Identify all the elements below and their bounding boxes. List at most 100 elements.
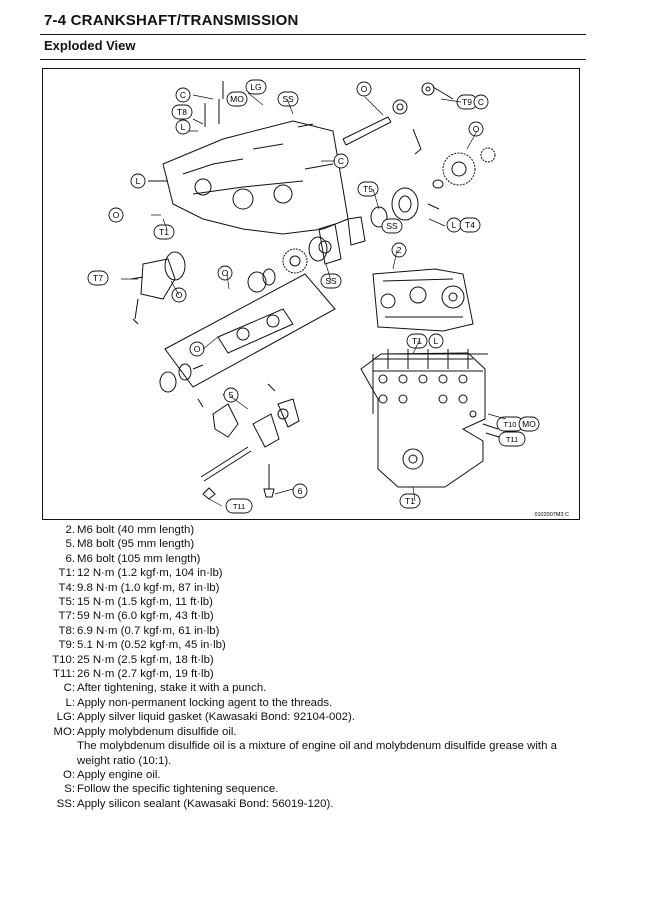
callout-label: T11 [506,435,518,444]
legend-key: L: [65,696,76,709]
legend-key [0,739,77,768]
output-shaft [342,116,392,146]
callout-label: 6 [298,486,303,496]
callout-label: T10 [504,420,517,429]
callout-label: T11 [233,502,245,511]
legend-list: 2.M6 bolt (40 mm length)5.M8 bolt (95 mm… [0,523,648,811]
legend-text: 5.1 N·m (0.52 kgf·m, 45 in·lb) [77,639,226,652]
callout-label: MO [230,94,244,104]
legend-row: 6.M6 bolt (105 mm length) [0,552,648,566]
callout-marker [277,91,299,107]
legend-row: T1:12 N·m (1.2 kgf·m, 104 in·lb) [0,566,648,580]
callout-label: O [176,290,183,300]
legend-text: Apply silver liquid gasket (Kawasaki Bon… [77,711,355,724]
legend-key: 6. [65,552,76,565]
callout-label: L [452,220,457,230]
legend-row: T10:25 N·m (2.5 kgf·m, 18 ft·lb) [0,653,648,667]
legend-text: After tightening, stake it with a punch. [77,682,267,695]
shift-drum [217,308,294,354]
legend-key: 5. [65,538,76,551]
callout-marker [381,218,403,234]
legend-key: C: [63,682,75,695]
callout-marker [108,207,124,223]
legend-row: 2.M6 bolt (40 mm length) [0,523,648,537]
legend-key: 2. [65,524,76,536]
lower-crankcase-bottom-view [360,352,486,488]
shift-rod [200,446,252,482]
callout-marker [399,493,421,509]
section-divider [40,59,586,60]
callout-marker [175,119,191,135]
callout-label: O [473,124,480,134]
section-title: Exploded View [44,38,136,53]
callout-label: T5 [363,184,373,194]
page-title: 7-4 CRANKSHAFT/TRANSMISSION [44,12,299,29]
shift-fork-1 [212,403,239,438]
legend-text: Apply molybdenum disulfide oil. [77,725,237,738]
callout-marker [391,242,407,258]
legend-key: S: [64,783,75,796]
callout-label: T1 [412,336,422,346]
legend-text: M6 bolt (105 mm length) [77,552,201,565]
callout-label: 2 [397,245,402,255]
legend-text: Follow the specific tightening sequence. [77,783,279,796]
legend-text: 26 N·m (2.7 kgf·m, 19 ft·lb) [77,668,214,681]
callout-marker [428,333,444,349]
legend-text: 25 N·m (2.5 kgf·m, 18 ft·lb) [77,653,214,666]
callout-marker [498,431,526,447]
shift-drum-frame [164,273,336,388]
oil-pump-cover [140,258,176,300]
legend-key: T7: [58,610,75,623]
legend-text: M6 bolt (40 mm length) [77,524,195,536]
callout-marker [87,270,109,286]
legend-key: T9: [58,639,75,652]
callout-label: T1 [405,496,415,506]
callout-label: C [180,90,186,100]
callout-label: L [136,176,141,186]
legend-key: MO: [53,725,75,738]
legend-row: LG:Apply silver liquid gasket (Kawasaki … [0,710,648,724]
crankcase-right-view [372,268,474,332]
callout-label: C [478,97,484,107]
legend-row: S:Follow the specific tightening sequenc… [0,782,648,796]
legend-text: The molybdenum disulfide oil is a mixtur… [77,740,557,767]
callout-marker [171,104,193,120]
callout-label: MO [522,419,536,429]
callout-marker [245,79,267,95]
legend-key: O: [62,768,75,781]
callout-label: T4 [465,220,475,230]
legend-row: O:Apply engine oil. [0,768,648,782]
callout-marker [459,217,481,233]
callout-marker [357,181,379,197]
legend-row: The molybdenum disulfide oil is a mixtur… [0,739,648,768]
primary-gear [442,152,476,186]
callout-marker [468,121,484,137]
callout-label: C [338,156,344,166]
legend-text: Apply engine oil. [77,768,161,781]
legend-key: SS: [56,797,75,810]
callout-label: L [181,122,186,132]
legend-key: T10: [52,653,75,666]
legend-row: MO:Apply molybdenum disulfide oil. [0,725,648,739]
callout-marker [292,483,308,499]
legend-text: 59 N·m (6.0 kgf·m, 43 ft·lb) [77,610,214,623]
callout-marker [356,81,372,97]
legend-text: Apply silicon sealant (Kawasaki Bond: 56… [77,797,334,810]
callout-marker [175,87,191,103]
legend-row: T5:15 N·m (1.5 kgf·m, 11 ft·lb) [0,595,648,609]
title-divider [40,34,586,35]
legend-key: T8: [58,624,75,637]
callout-label: O [194,344,201,354]
callout-marker [130,173,146,189]
callout-marker [153,224,175,240]
legend-key: T1: [58,567,75,580]
legend-row: C:After tightening, stake it with a punc… [0,681,648,695]
legend-text: M8 bolt (95 mm length) [77,538,195,551]
callout-label: SS [282,94,294,104]
callout-marker [518,416,540,432]
callout-marker [406,333,428,349]
callout-label: T7 [93,273,103,283]
callout-label: T9 [462,97,472,107]
legend-row: T11:26 N·m (2.7 kgf·m, 19 ft·lb) [0,667,648,681]
